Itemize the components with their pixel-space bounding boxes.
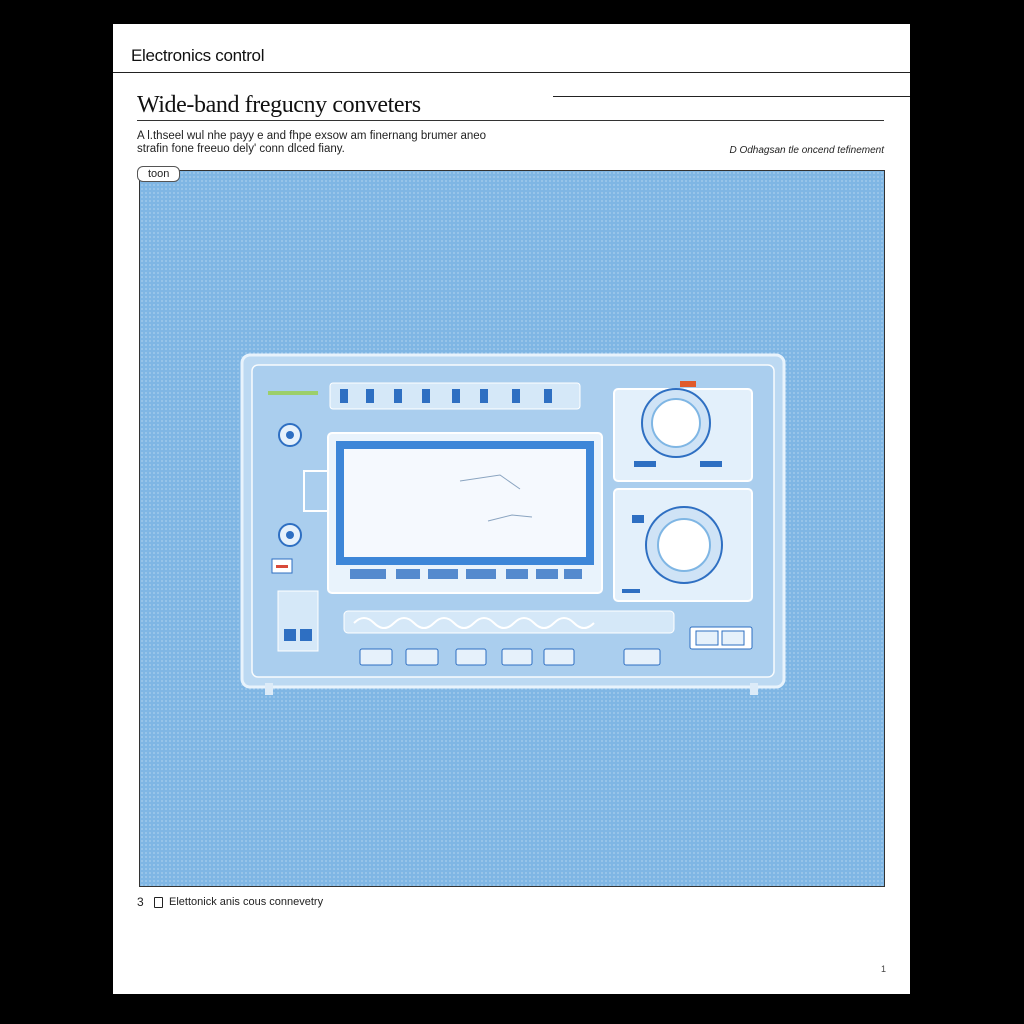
nameplate-strip — [343, 610, 675, 634]
bottom-button-row — [359, 626, 753, 666]
footer-caption: Elettonick anis cous connevetry — [169, 896, 324, 908]
figure-tag: toon — [137, 166, 181, 182]
document-page: Electronics control Wide-band fregucny c… — [113, 24, 910, 994]
document-icon — [154, 897, 163, 908]
footer-number: 3 — [137, 895, 144, 909]
title-divider-upper — [553, 96, 910, 97]
frequency-converter-illustration — [240, 353, 786, 695]
section-header: Electronics control — [131, 46, 265, 65]
figure-panel — [139, 170, 885, 887]
figure-caption: D Odhagsan tle oncend tefinement — [729, 145, 884, 156]
page-title: Wide-band fregucny conveters — [137, 92, 421, 118]
upper-dial-panel — [613, 381, 753, 482]
left-control-column — [271, 423, 329, 652]
top-switch-strip — [268, 382, 581, 410]
display-screen — [327, 432, 603, 594]
title-divider — [137, 120, 884, 121]
header-divider — [113, 72, 910, 73]
lower-dial-panel — [613, 488, 753, 602]
intro-paragraph: A l.thseel wul nhe payy e and fhpe exsow… — [137, 130, 487, 155]
page-mark: 1 — [880, 964, 886, 974]
